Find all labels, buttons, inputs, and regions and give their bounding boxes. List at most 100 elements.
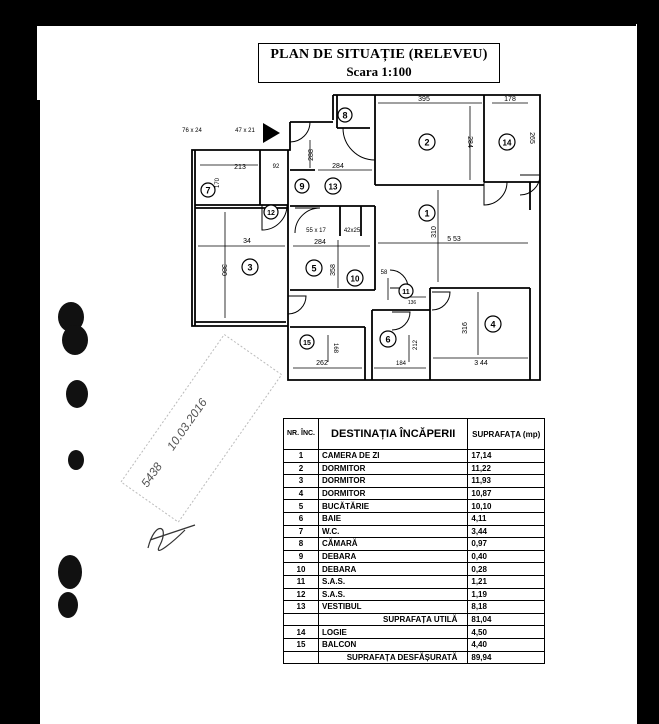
row-area: 0,40 <box>467 549 545 564</box>
room-number: 9 <box>299 182 304 192</box>
dimension-label: 168 <box>332 343 338 354</box>
row-name: DEBARA <box>317 562 469 576</box>
room-number: 3 <box>247 263 252 273</box>
row-area: 17,14 <box>467 449 545 463</box>
row-area: 4,40 <box>467 637 545 652</box>
room-number: 7 <box>205 186 210 196</box>
header-area: SUPRAFAȚA (mp) <box>467 418 545 450</box>
ink-smudge <box>62 325 88 355</box>
room-number: 10 <box>351 275 360 284</box>
dimension-label: 58 <box>381 270 388 276</box>
row-nr: 1 <box>283 449 319 463</box>
entrance-arrow-icon <box>263 123 280 143</box>
scan-top-edge <box>28 14 636 26</box>
plan-scale: Scara 1:100 <box>346 64 412 79</box>
row-area: 10,87 <box>467 486 545 501</box>
room-number: 13 <box>329 183 338 192</box>
dimension-label: 380 <box>220 264 227 276</box>
ink-smudge <box>58 592 78 618</box>
row-nr: 2 <box>283 461 319 476</box>
row-area: 0,97 <box>467 537 545 551</box>
room-number: 15 <box>303 340 311 347</box>
ink-smudge <box>58 555 82 589</box>
dimension-label: 34 <box>243 238 251 245</box>
row-nr: 13 <box>283 600 319 614</box>
row-name: BUCĂTĂRIE <box>317 499 469 513</box>
ink-smudge <box>66 380 88 408</box>
dimension-label: 178 <box>504 96 516 103</box>
dimension-label: 262 <box>316 360 328 367</box>
row-area: 4,11 <box>467 511 545 526</box>
dimension-label: 310 <box>431 226 438 238</box>
row-area: 11,22 <box>467 461 545 476</box>
dimension-label: 42x25 <box>344 228 361 234</box>
registration-stamp: 5438 10.03.2016 <box>120 333 283 523</box>
row-nr: 14 <box>283 625 319 639</box>
row-area: 1,19 <box>467 587 545 602</box>
dimension-label: 212 <box>413 339 419 350</box>
area-table: NR. ÎNC. DESTINAȚIA ÎNCĂPERII SUPRAFAȚA … <box>283 418 545 698</box>
row-area: 1,21 <box>467 574 545 589</box>
dimension-label: 265 <box>528 132 535 144</box>
row-name: DORMITOR <box>317 486 469 501</box>
dimension-label: 184 <box>396 361 407 367</box>
row-name: S.A.S. <box>317 574 469 589</box>
header-destination: DESTINAȚIA ÎNCĂPERII <box>317 418 469 450</box>
outer-wall <box>333 94 541 381</box>
row-name: DORMITOR <box>317 474 469 488</box>
room-number: 5 <box>311 264 316 274</box>
usable-area-value: 81,04 <box>467 612 545 627</box>
dimension-label: 284 <box>314 239 326 246</box>
row-nr: 4 <box>283 486 319 501</box>
empty-cell <box>283 650 319 665</box>
dimension-label: 288 <box>308 149 315 161</box>
row-name: DORMITOR <box>317 461 469 476</box>
row-nr: 11 <box>283 574 319 589</box>
row-nr: 9 <box>283 549 319 564</box>
row-area: 3,44 <box>467 524 545 539</box>
row-name: S.A.S. <box>317 587 469 602</box>
row-name: BAIE <box>317 511 469 526</box>
stamp-number: 5438 <box>138 460 165 490</box>
signature-scribble <box>147 524 196 551</box>
row-name: LOGIE <box>317 625 469 639</box>
room-number: 11 <box>402 289 410 296</box>
dimension-label: 284 <box>466 136 473 148</box>
room-number: 12 <box>267 210 275 217</box>
row-name: W.C. <box>317 524 469 539</box>
total-area-label: SUPRAFAȚA DESFĂȘURATĂ <box>317 650 469 665</box>
dimension-label: 395 <box>418 96 430 103</box>
row-name: CAMERA DE ZI <box>317 449 469 463</box>
row-area: 8,18 <box>467 600 545 614</box>
dimension-label: 92 <box>273 164 280 170</box>
row-name: DEBARA <box>317 549 469 564</box>
row-area: 0,28 <box>467 562 545 576</box>
row-name: BALCON <box>317 637 469 652</box>
stamp-date: 10.03.2016 <box>164 395 210 452</box>
outer-wall <box>287 326 432 381</box>
dimension-label: 47 x 21 <box>235 128 255 134</box>
row-area: 4,50 <box>467 625 545 639</box>
dimension-label: 3 44 <box>474 360 488 367</box>
dimension-label: 316 <box>462 322 469 334</box>
usable-area-label: SUPRAFAȚA UTILĂ <box>317 612 469 627</box>
table-header-row: NR. ÎNC. DESTINAȚIA ÎNCĂPERII SUPRAFAȚA … <box>283 418 545 450</box>
dimension-label: 5 53 <box>447 236 461 243</box>
dimension-label: 358 <box>330 264 337 276</box>
header-nr: NR. ÎNC. <box>283 418 319 450</box>
